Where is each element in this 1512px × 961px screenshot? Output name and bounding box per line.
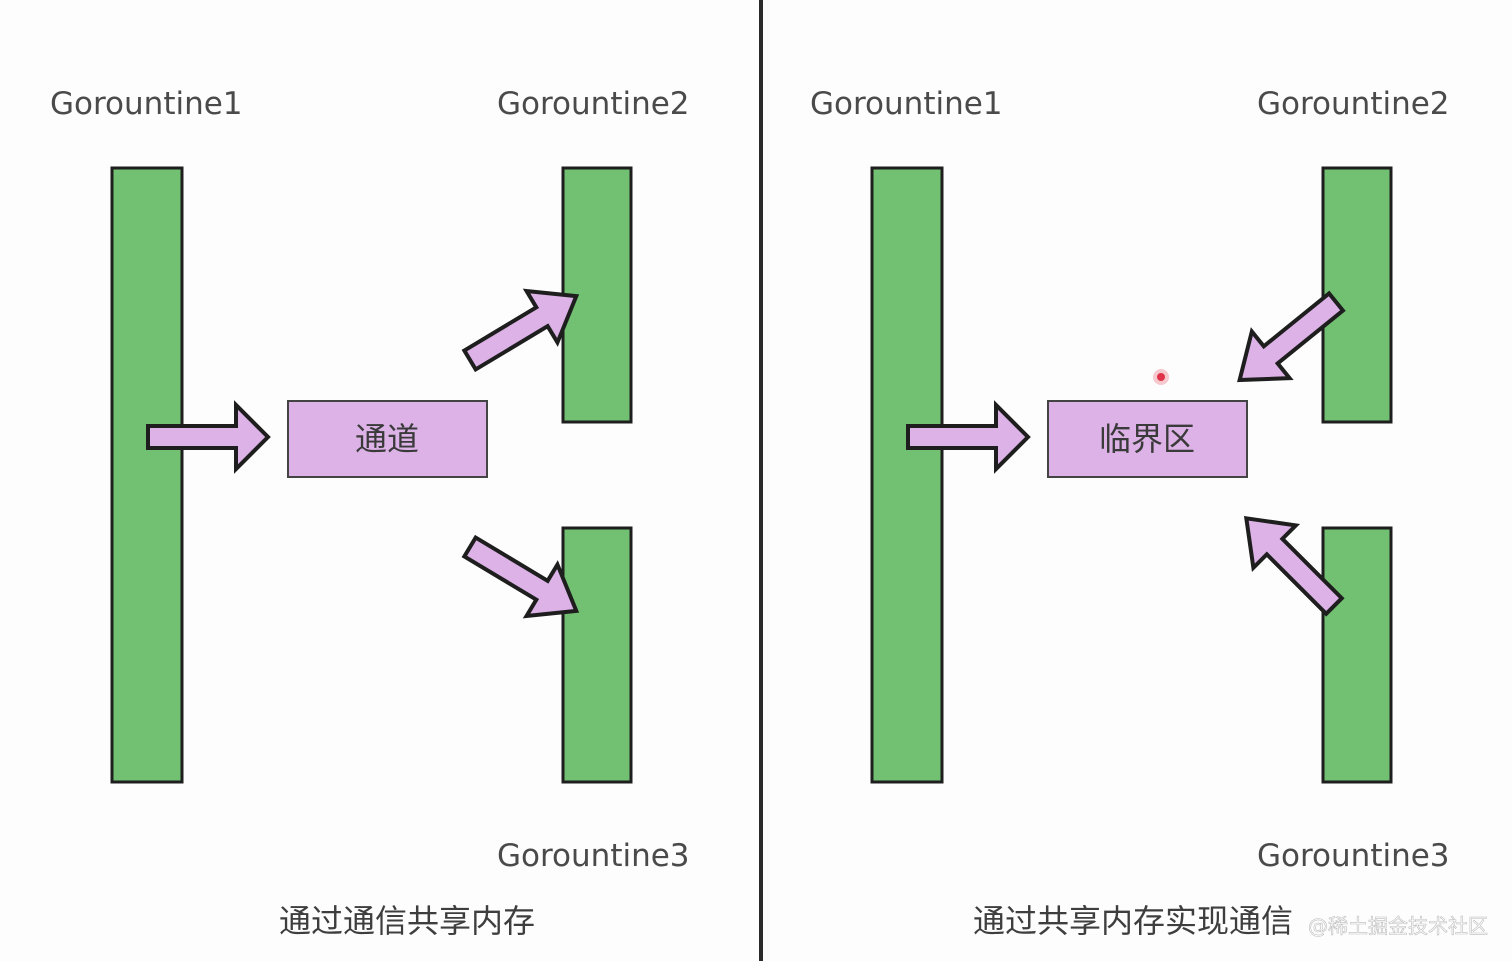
right-goroutine1-bar (870, 166, 944, 784)
left-goroutine1-label: Gorountine1 (50, 86, 243, 122)
right-goroutine2-bar (1321, 166, 1393, 424)
left-caption: 通过通信共享内存 (279, 902, 535, 940)
right-goroutine2-label: Gorountine2 (1257, 86, 1450, 122)
pointer-dot-center (1157, 373, 1165, 381)
right-arrow-g2-to-critical (1237, 290, 1346, 383)
left-channel-label: 通道 (355, 420, 419, 458)
left-arrow-channel-to-g3 (461, 534, 580, 619)
right-goroutine3-label: Gorountine3 (1257, 838, 1450, 874)
left-goroutine3-bar (561, 526, 633, 784)
right-goroutine1-label: Gorountine1 (810, 86, 1003, 122)
left-goroutine1-bar (110, 166, 184, 784)
right-arrow-g1-to-critical (906, 400, 1031, 474)
left-arrow-g1-to-channel (146, 400, 271, 474)
right-arrow-g3-to-critical (1243, 515, 1345, 617)
right-critical-section-label: 临界区 (1099, 420, 1195, 458)
right-caption: 通过共享内存实现通信 (973, 902, 1293, 940)
right-goroutine3-bar (1321, 526, 1393, 784)
right-panel: Gorountine1 Gorountine2 Gorountine3 临界区 … (810, 86, 1450, 940)
left-arrow-channel-to-g2 (461, 288, 580, 373)
watermark: @稀土掘金技术社区 (1308, 914, 1488, 938)
right-critical-section-box (1047, 400, 1248, 478)
left-panel: Gorountine1 Gorountine2 Gorountine3 通道 通… (50, 86, 690, 940)
left-goroutine3-label: Gorountine3 (497, 838, 690, 874)
left-goroutine2-label: Gorountine2 (497, 86, 690, 122)
left-goroutine2-bar (561, 166, 633, 424)
left-channel-box (287, 400, 488, 478)
